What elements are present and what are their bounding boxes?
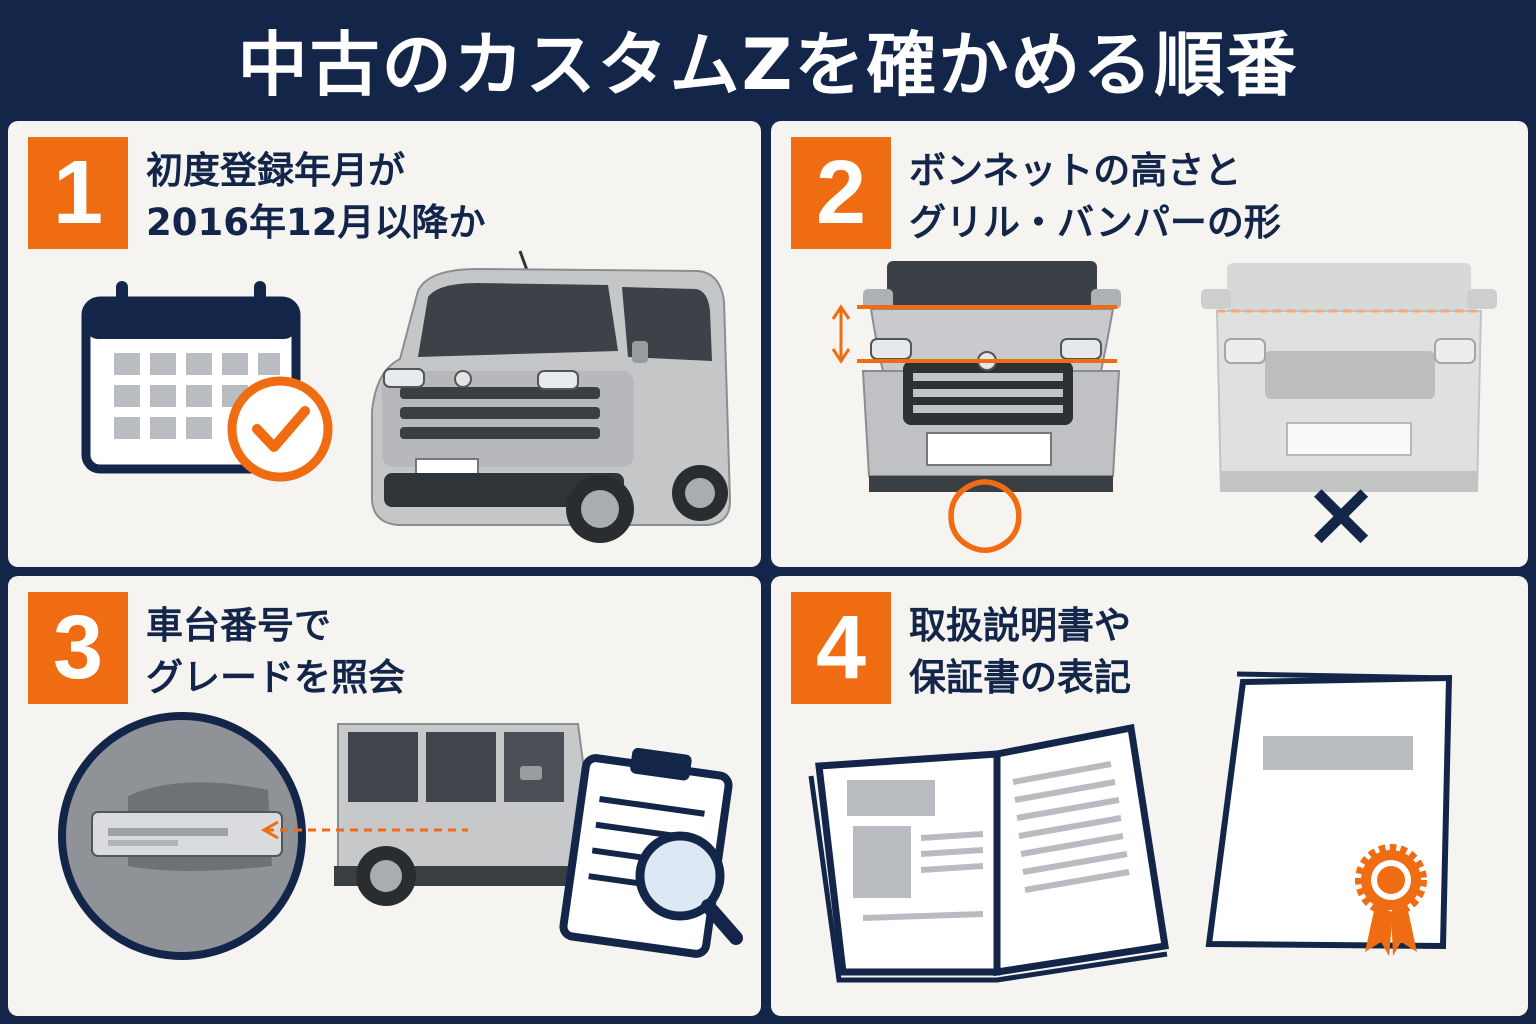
step-heading: 車台番号で グレードを照会 bbox=[146, 600, 405, 704]
car-front-icon bbox=[831, 261, 1121, 492]
clipboard-magnifier-icon bbox=[559, 747, 743, 958]
car-front-icon bbox=[1201, 263, 1497, 492]
step-number: 4 bbox=[791, 592, 891, 704]
vin-plate-icon bbox=[58, 712, 468, 960]
warranty-certificate-icon bbox=[1205, 671, 1453, 956]
calendar-check-icon bbox=[81, 281, 333, 482]
ng-mark: × bbox=[1302, 460, 1379, 567]
manual-book-icon bbox=[808, 723, 1169, 983]
ok-mark: ○ bbox=[943, 452, 1027, 564]
step-2-panel: 2 ボンネットの高さと グリル・バンパーの形 bbox=[771, 121, 1528, 567]
step-heading: 取扱説明書や 保証書の表記 bbox=[909, 600, 1131, 704]
step-4-panel: 4 取扱説明書や 保証書の表記 bbox=[771, 576, 1528, 1016]
step-heading-line1: 取扱説明書や bbox=[909, 604, 1131, 647]
step-heading-line2: グレードを照会 bbox=[146, 656, 405, 699]
step-heading-line1: ボンネットの高さと bbox=[909, 149, 1242, 192]
car-icon bbox=[371, 250, 732, 543]
step-heading: ボンネットの高さと グリル・バンパーの形 bbox=[909, 145, 1281, 249]
step-3-panel: 3 車台番号で グレードを照会 bbox=[8, 576, 761, 1016]
step-heading-line1: 初度登録年月が bbox=[146, 149, 405, 192]
step-heading-line2: 2016年12月以降か bbox=[146, 201, 486, 244]
step-heading-line2: 保証書の表記 bbox=[909, 656, 1131, 699]
car-icon bbox=[334, 723, 600, 906]
step-heading-line2: グリル・バンパーの形 bbox=[909, 201, 1281, 244]
step-1-panel: 1 初度登録年月が 2016年12月以降か bbox=[8, 121, 761, 567]
step-number: 2 bbox=[791, 137, 891, 249]
step-heading: 初度登録年月が 2016年12月以降か bbox=[146, 145, 485, 249]
page-title: 中古のカスタムZを確かめる順番 bbox=[237, 23, 1299, 106]
step-heading-line1: 車台番号で bbox=[146, 604, 331, 647]
step-number: 1 bbox=[28, 137, 128, 249]
step-number: 3 bbox=[28, 592, 128, 704]
